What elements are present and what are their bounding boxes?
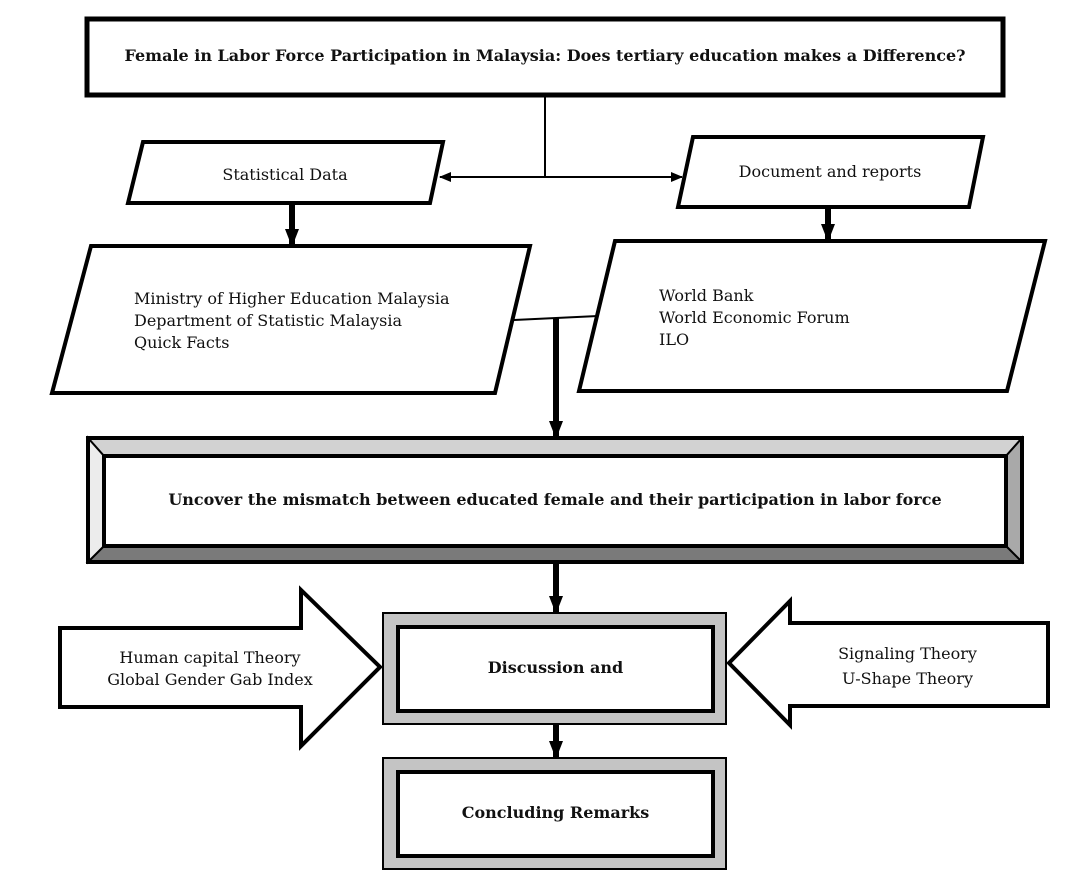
concluding-label: Concluding Remarks	[461, 803, 650, 822]
statistical-item: Quick Facts	[134, 333, 230, 352]
statistical-sources-shape	[49, 244, 533, 395]
statistical-data-shape	[125, 140, 446, 205]
document-item: World Economic Forum	[659, 308, 850, 327]
document-sources-list: World Bank World Economic Forum ILO	[659, 285, 850, 351]
right-theory-arrow	[726, 596, 1050, 730]
statistical-data-label: Statistical Data	[222, 165, 348, 184]
documents-shape	[675, 135, 986, 209]
statistical-sources-list: Ministry of Higher Education Malaysia De…	[134, 288, 450, 354]
right-theory-item: U-Shape Theory	[842, 669, 973, 688]
left-theory-arrow	[58, 585, 383, 751]
uncover-label: Uncover the mismatch between educated fe…	[168, 490, 942, 509]
diagram-title: Female in Labor Force Participation in M…	[124, 46, 966, 65]
discussion-box	[382, 612, 727, 725]
right-theory-item: Signaling Theory	[838, 644, 977, 663]
left-theory-item: Human capital Theory	[119, 648, 301, 667]
document-item: ILO	[659, 330, 690, 349]
documents-label: Document and reports	[738, 162, 922, 181]
document-sources-shape	[576, 239, 1048, 393]
concluding-box	[382, 757, 727, 870]
statistical-item: Ministry of Higher Education Malaysia	[134, 289, 450, 308]
title-box	[84, 16, 1006, 98]
discussion-label: Discussion and	[487, 658, 624, 677]
right-theories-list: Signaling Theory U-Shape Theory	[800, 641, 1015, 691]
statistical-item: Department of Statistic Malaysia	[134, 311, 403, 330]
uncover-box	[85, 435, 1025, 565]
left-theory-item: Global Gender Gab Index	[107, 670, 313, 689]
left-theories-list: Human capital Theory Global Gender Gab I…	[90, 647, 330, 691]
document-item: World Bank	[659, 286, 754, 305]
